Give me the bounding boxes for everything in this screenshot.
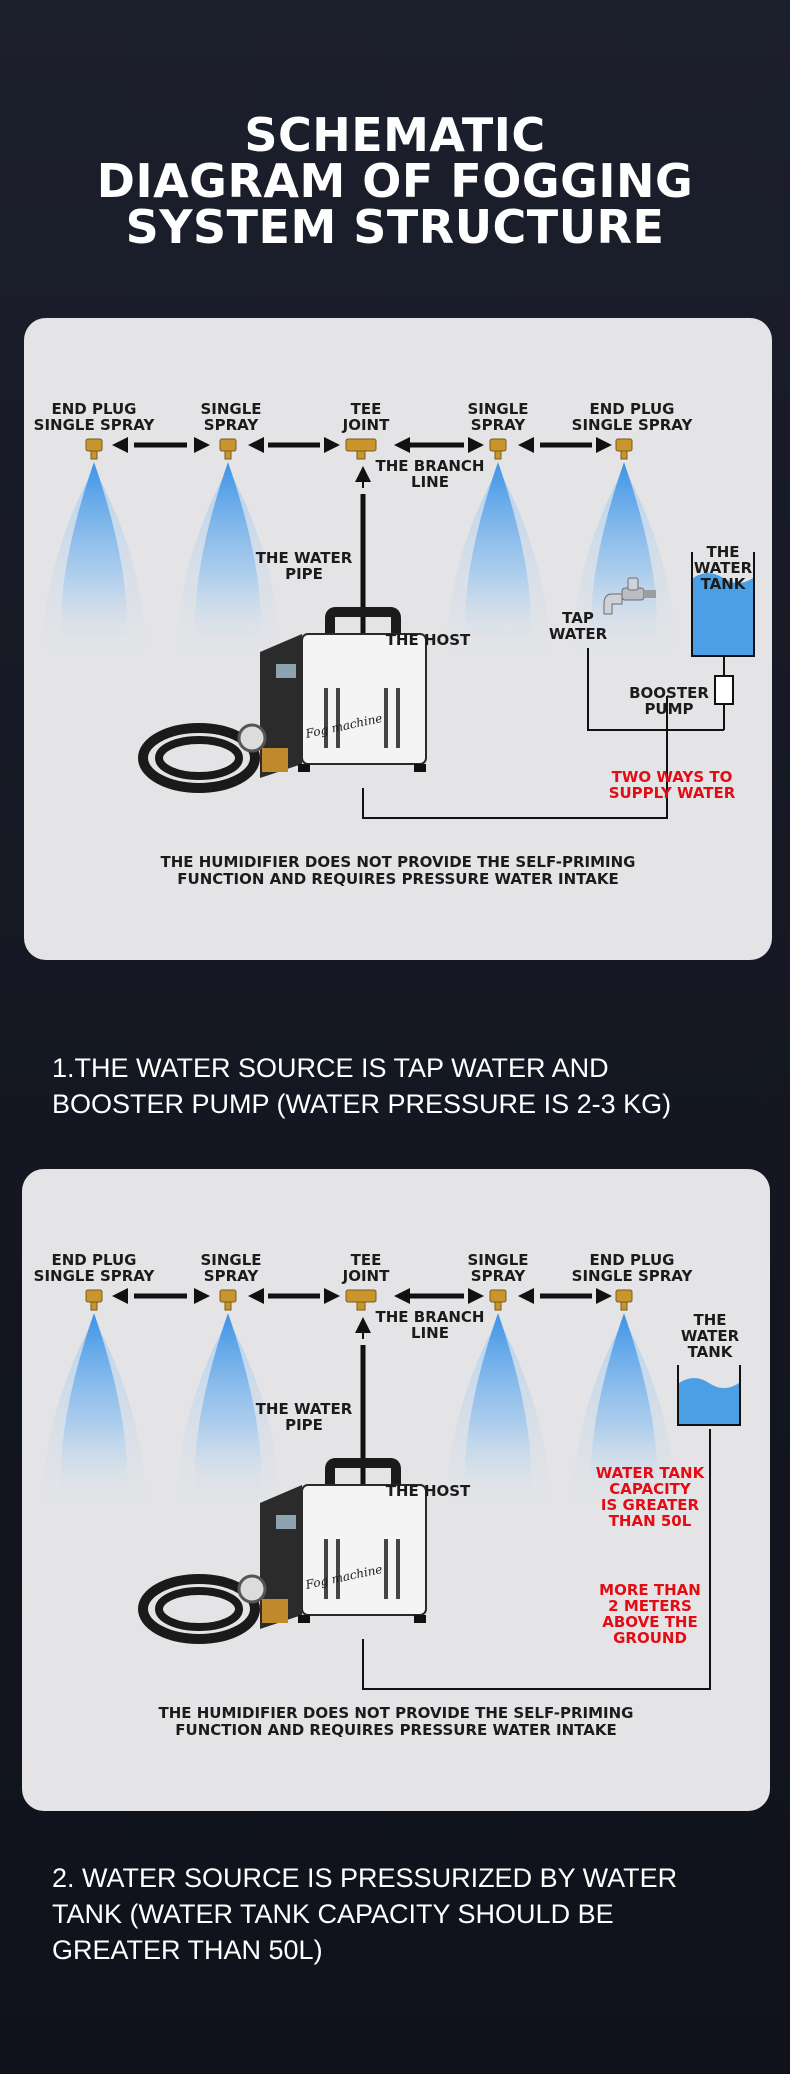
fog-machine-host [138,607,427,793]
label-host: THE HOST [385,631,471,649]
humidifier-note: THE HUMIDIFIER DOES NOT PROVIDE THE SELF… [160,853,636,888]
supply-line [362,1429,711,1690]
booster-pump-box [714,675,734,705]
spray-cones [41,462,677,688]
water-tank [691,552,755,657]
title-line-1: SCHEMATIC [244,108,546,162]
water-tank [677,1365,741,1426]
supply-line [362,696,668,819]
diagram-2-graphic [41,1288,741,1690]
nozzle-fittings [85,438,633,460]
caption-water-tank: 2. WATER SOURCE IS PRESSURIZED BY WATER … [52,1863,678,1965]
nozzle-fittings [85,1289,633,1311]
page-title: SCHEMATIC DIAGRAM OF FOGGING SYSTEM STRU… [0,112,790,250]
title-line-2: DIAGRAM OF FOGGING [96,154,694,208]
tap-faucet-icon [603,577,656,615]
spray-cones [41,1313,677,1539]
label-host: THE HOST [385,1482,471,1500]
fog-machine-host [138,1458,427,1644]
diagram-1-graphic [41,437,755,819]
caption-tap-water: 1.THE WATER SOURCE IS TAP WATER AND BOOS… [52,1053,672,1119]
humidifier-note: THE HUMIDIFIER DOES NOT PROVIDE THE SELF… [158,1704,634,1739]
title-line-3: SYSTEM STRUCTURE [125,200,665,254]
